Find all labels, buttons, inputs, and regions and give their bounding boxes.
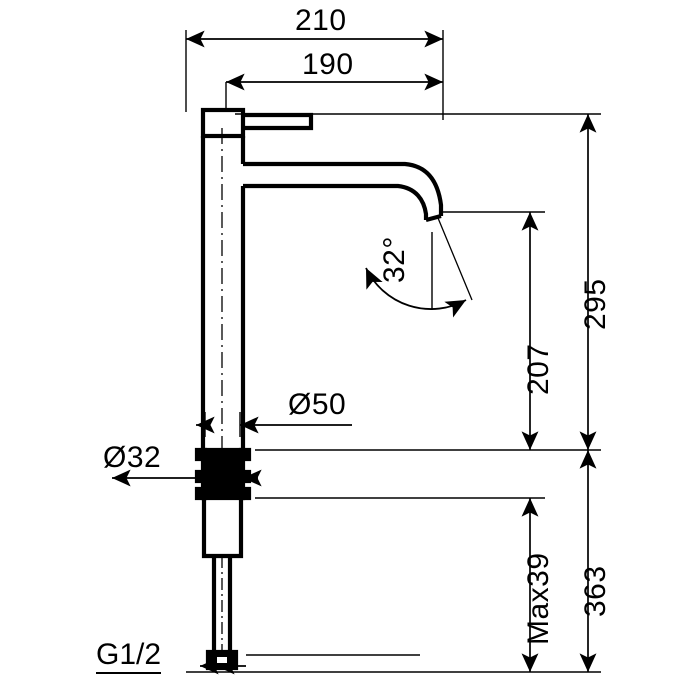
handle-cap	[200, 107, 246, 139]
nut-tab-lower-right	[238, 486, 252, 501]
nut-tab-upper-right	[238, 447, 252, 462]
dim-label-190: 190	[302, 48, 354, 81]
dim-label-295: 295	[579, 278, 612, 330]
dim-label-207: 207	[522, 343, 555, 395]
leader-angle	[437, 217, 473, 301]
thread-end-bore	[215, 655, 229, 665]
nut-tab-mid-right	[238, 469, 252, 484]
lever-arm	[243, 112, 314, 131]
nut-tab-lower-left	[194, 486, 208, 501]
dim-label-d32: Ø32	[103, 441, 162, 474]
dim-label-angle-32deg: 32°	[378, 236, 411, 283]
nut-tab-upper-left	[194, 447, 208, 462]
mounting-nut-block	[200, 447, 246, 501]
angle-arc-32deg	[365, 217, 473, 318]
spout-top-profile	[243, 161, 444, 216]
faucet-body-outline	[194, 107, 444, 671]
dimension-lines	[111, 30, 597, 675]
dim-label-210: 210	[295, 4, 347, 37]
dim-label-max39: Max39	[522, 552, 555, 645]
nut-tab-mid-left	[194, 469, 208, 484]
shank-body	[201, 498, 244, 559]
dim-label-g12: G1/2	[96, 640, 162, 674]
dim-label-363: 363	[579, 565, 612, 617]
spout-bottom-profile	[243, 183, 429, 220]
spout-nozzle-face	[425, 213, 442, 223]
dim-label-d50: Ø50	[288, 388, 347, 421]
